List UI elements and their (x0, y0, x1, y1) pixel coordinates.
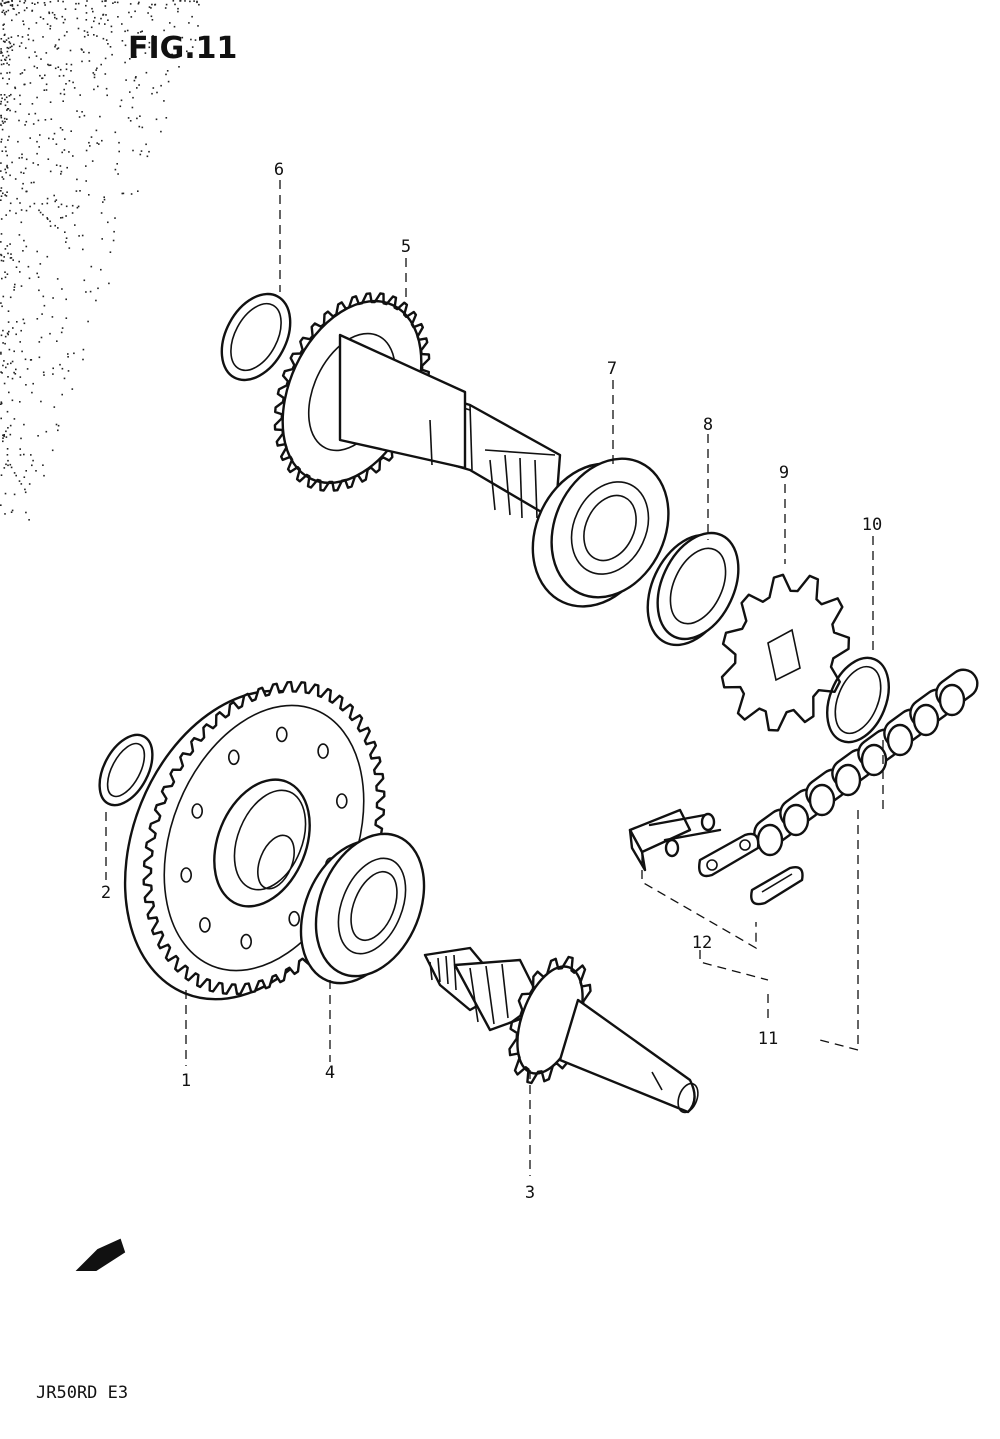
callout-11: 11 (758, 1029, 778, 1049)
bolt-hole (240, 933, 252, 950)
bolt-hole (228, 749, 240, 766)
bolt-hole (288, 910, 301, 927)
part-9-engine-sprocket (720, 573, 851, 732)
model-code: JR50RD E3 (36, 1383, 128, 1403)
part-4-bearing (299, 832, 426, 985)
figure-title: FIG.11 (128, 31, 237, 66)
bolt-hole (191, 803, 203, 819)
part-11-drive-chain (753, 668, 979, 857)
callout-8: 8 (703, 415, 713, 435)
part-8-oil-seal (646, 531, 740, 647)
chain-link (935, 668, 979, 717)
part-7-bearing (531, 457, 670, 608)
part-2-circlip (98, 733, 154, 807)
callout-numbers: 6 5 7 8 9 10 2 1 4 3 12 11 (101, 160, 882, 1203)
bolt-hole (335, 793, 348, 809)
part-10-circlip (826, 656, 890, 744)
bolt-hole (180, 867, 192, 883)
callout-4: 4 (325, 1063, 335, 1083)
callout-2: 2 (101, 883, 111, 903)
bolt-hole (275, 726, 288, 743)
chain-link (857, 728, 901, 777)
part-5-countershaft-gear (273, 292, 562, 522)
bolt-hole (317, 743, 329, 759)
callout-1: 1 (181, 1071, 191, 1091)
arrow-icon (75, 1238, 126, 1271)
leader-lines (105, 180, 884, 1176)
callout-12: 12 (692, 933, 712, 953)
callout-3: 3 (525, 1183, 535, 1203)
callout-5: 5 (401, 237, 411, 257)
part-12-chain-joint (628, 808, 804, 906)
callout-6: 6 (274, 160, 284, 180)
callout-7: 7 (607, 359, 617, 379)
part-3-drive-shaft (423, 946, 699, 1114)
bolt-hole (199, 917, 211, 933)
scan-noise (0, 0, 200, 521)
callout-10: 10 (862, 515, 882, 535)
callout-9: 9 (779, 463, 789, 483)
part-6-washer (220, 292, 292, 382)
